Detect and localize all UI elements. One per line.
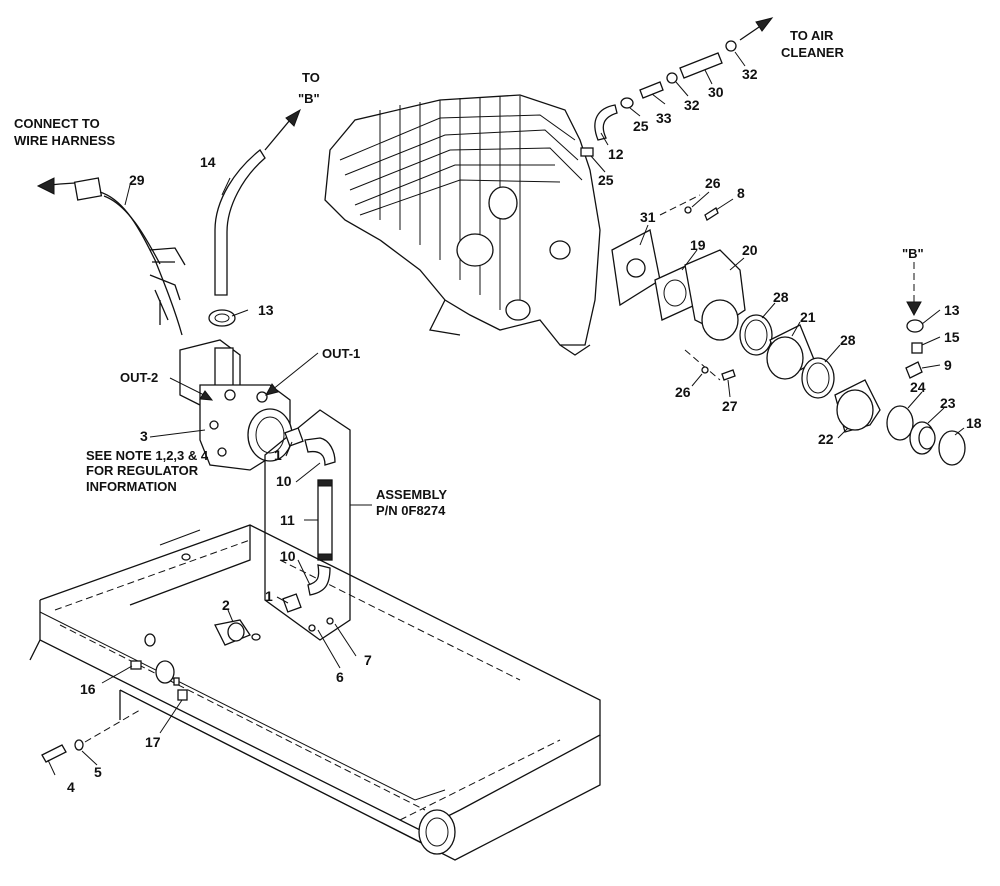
part-number-13-right: 13: [944, 302, 960, 318]
part-number-7: 7: [364, 652, 372, 668]
see-note-line1: SEE NOTE 1,2,3 & 4: [86, 448, 209, 463]
callout-texts: CONNECT TO WIRE HARNESS TO "B" TO AIR CL…: [14, 28, 924, 518]
part-number-6: 6: [336, 669, 344, 685]
assembly-line2: P/N 0F8274: [376, 503, 446, 518]
part-number-26-lower: 26: [675, 384, 691, 400]
element-23: [909, 421, 936, 455]
fitting-2: [214, 619, 251, 646]
part-number-19: 19: [690, 237, 706, 253]
engine-block: [324, 94, 601, 356]
part-number-33: 33: [656, 110, 672, 126]
part-number-31: 31: [640, 209, 656, 225]
clamp-13-left: [208, 309, 236, 327]
base-frame: [29, 524, 601, 861]
part-number-32-right: 32: [742, 66, 758, 82]
part-number-28-right: 28: [840, 332, 856, 348]
part-number-15: 15: [944, 329, 960, 345]
throttle-adapter-20: [684, 249, 746, 341]
part-number-13-left: 13: [258, 302, 274, 318]
connect-to-wire-harness-line1: CONNECT TO: [14, 116, 100, 131]
pipe-fittings: [282, 427, 336, 613]
fasteners: [41, 617, 334, 763]
part-number-9: 9: [944, 357, 952, 373]
part-number-29: 29: [129, 172, 145, 188]
part-number-23: 23: [940, 395, 956, 411]
gasket-31: [611, 229, 661, 307]
fitting-33: [639, 81, 664, 99]
connect-to-wire-harness-line2: WIRE HARNESS: [14, 133, 115, 148]
part-number-4: 4: [67, 779, 75, 795]
part-number-1-upper: 1: [274, 447, 282, 463]
part-number-32-left: 32: [684, 97, 700, 113]
part-number-10-lower: 10: [280, 548, 296, 564]
to-b-line2: "B": [298, 91, 320, 106]
see-note-line2: FOR REGULATOR: [86, 463, 199, 478]
part-number-17: 17: [145, 734, 161, 750]
sleeve-21: [766, 324, 816, 380]
part-number-27: 27: [722, 398, 738, 414]
part-number-8: 8: [737, 185, 745, 201]
mixer-22: [834, 379, 881, 433]
fitting-15: [911, 342, 923, 354]
part-number-20: 20: [742, 242, 758, 258]
to-air-cleaner-line1: TO AIR: [790, 28, 834, 43]
regulator: [179, 339, 293, 471]
part-number-21: 21: [800, 309, 816, 325]
assembly-line1: ASSEMBLY: [376, 487, 447, 502]
assembly-bracket: [264, 409, 372, 641]
out-1-label: OUT-1: [322, 346, 360, 361]
part-number-16: 16: [80, 681, 96, 697]
part-number-30: 30: [708, 84, 724, 100]
hose-14: [214, 108, 301, 296]
part-number-28-left: 28: [773, 289, 789, 305]
clamp-28-a: [739, 314, 773, 356]
fitting-9: [905, 361, 923, 379]
wire-harness: [36, 177, 186, 336]
part-number-26-upper: 26: [705, 175, 721, 191]
part-number-14: 14: [200, 154, 216, 170]
part-number-22: 22: [818, 431, 834, 447]
to-air-cleaner-line2: CLEANER: [781, 45, 844, 60]
hose-30: [666, 17, 774, 84]
o-ring-24: [886, 405, 914, 441]
part-number-24: 24: [910, 379, 926, 395]
part-number-3: 3: [140, 428, 148, 444]
part-number-labels: 29 14 13 3 1 10 11 10 1 2 6 7 16 17 5 4 …: [67, 66, 982, 795]
clamp-13-right: [906, 319, 924, 333]
part-number-5: 5: [94, 764, 102, 780]
to-b-line1: TO: [302, 70, 320, 85]
part-number-25-lower: 25: [598, 172, 614, 188]
part-number-11: 11: [280, 512, 295, 528]
o-ring-18: [938, 430, 966, 466]
leader-lines: [47, 51, 965, 776]
part-number-10-upper: 10: [276, 473, 292, 489]
clamp-28-b: [801, 357, 835, 399]
out-2-label: OUT-2: [120, 370, 158, 385]
see-note-line3: INFORMATION: [86, 479, 177, 494]
part-number-25-upper: 25: [633, 118, 649, 134]
part-number-18: 18: [966, 415, 982, 431]
part-number-2: 2: [222, 597, 230, 613]
b-marker: "B": [902, 246, 924, 261]
hose-12: [580, 97, 634, 157]
part-number-12: 12: [608, 146, 624, 162]
part-number-1-lower: 1: [265, 588, 273, 604]
